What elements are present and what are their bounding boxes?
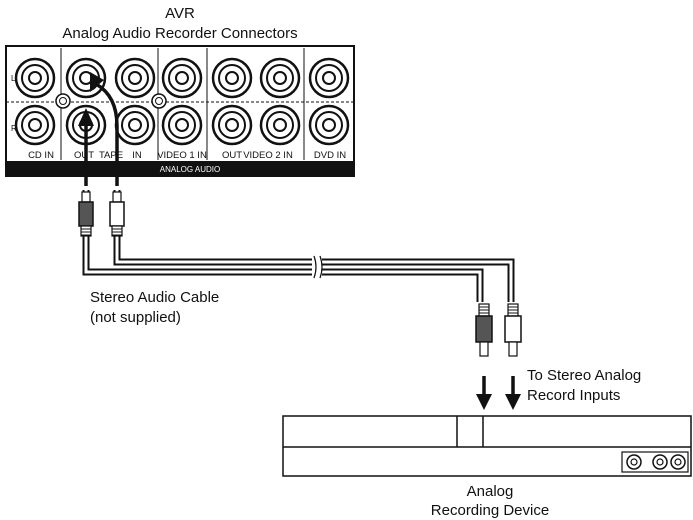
rca-plug-red-device-end xyxy=(475,303,493,357)
rca-plugs xyxy=(78,191,522,357)
device-rca-jack-3 xyxy=(670,454,686,470)
arrow-into-out-jack xyxy=(78,108,94,186)
rca-jack-cd-in-left xyxy=(14,57,56,99)
rca-jack-video1-in-right xyxy=(161,104,203,146)
channel-left-label: L xyxy=(11,74,16,83)
jack-label-in: IN xyxy=(132,150,142,161)
arrow-into-device-left xyxy=(476,376,492,410)
jack-label-tape: TAPE xyxy=(99,150,123,161)
rca-jack-video2-out-left xyxy=(211,57,253,99)
rca-jack-video2-in-right xyxy=(259,104,301,146)
arrow-into-device-right xyxy=(505,376,521,410)
rca-jack-tape-in-right xyxy=(114,104,156,146)
device-label-line2: Recording Device xyxy=(431,502,549,519)
device-rca-jack-2 xyxy=(652,454,668,470)
device-label-line1: Analog xyxy=(467,483,514,500)
rca-jack-dvd-in-right xyxy=(308,104,350,146)
analog-recording-device xyxy=(282,415,692,477)
title-connectors: Analog Audio Recorder Connectors xyxy=(62,25,297,42)
rca-jack-dvd-in-left xyxy=(308,57,350,99)
jack-label-cd-in: CD IN xyxy=(28,150,54,161)
title-avr: AVR xyxy=(165,5,195,22)
curved-arrow-into-out-jack-left xyxy=(90,72,119,186)
rca-jack-tape-in-left xyxy=(114,57,156,99)
rca-plug-white-device-end xyxy=(504,303,522,357)
device-rca-jack-1 xyxy=(626,454,642,470)
cable-break-mark xyxy=(312,255,323,279)
rca-jack-video2-in-left xyxy=(259,57,301,99)
device-jacks xyxy=(626,454,686,470)
analog-audio-strip xyxy=(6,161,354,176)
panel-screw xyxy=(151,93,167,109)
rca-plug-red-avr-end xyxy=(78,191,94,237)
inputs-label-line1: To Stereo Analog xyxy=(527,367,641,384)
avr-panel: ANALOG AUDIO L R CD IN OUT TAPE IN VIDEO… xyxy=(5,45,355,177)
rca-jack-cd-in-right xyxy=(14,104,56,146)
rca-jack-video2-out-right xyxy=(211,104,253,146)
analog-audio-footer: ANALOG AUDIO xyxy=(160,165,220,174)
cable-label-line2: (not supplied) xyxy=(90,309,181,326)
rca-jack-video1-in-left xyxy=(161,57,203,99)
rca-plug-white-avr-end xyxy=(109,191,125,237)
cable-label-line1: Stereo Audio Cable xyxy=(90,289,219,306)
jack-label-dvd-in: DVD IN xyxy=(314,150,346,161)
jack-label-video2-in: VIDEO 2 IN xyxy=(243,150,293,161)
jack-label-out-2: OUT xyxy=(222,150,242,161)
stereo-audio-cable xyxy=(78,190,522,357)
channel-right-label: R xyxy=(11,124,17,133)
jack-label-out: OUT xyxy=(74,150,94,161)
jack-label-video1-in: VIDEO 1 IN xyxy=(157,150,207,161)
panel-screw xyxy=(55,93,71,109)
inputs-label-line2: Record Inputs xyxy=(527,387,620,404)
